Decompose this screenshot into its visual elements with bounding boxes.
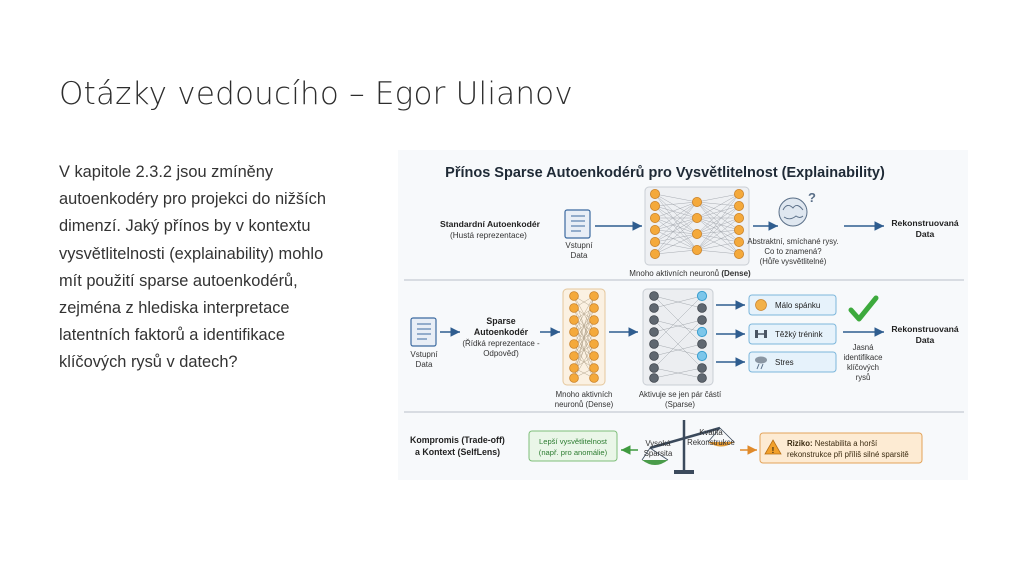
tradeoff-label: Kompromis (Trade-off)	[410, 435, 505, 445]
figure-title: Přínos Sparse Autoenkodérů pro Vysvětlit…	[445, 165, 885, 181]
risk-title: Riziko:	[787, 439, 813, 448]
confusion-text: (Hůře vysvětlitelné)	[760, 257, 827, 266]
sparse-input-label: Data	[416, 360, 433, 369]
sparse-latent-icon	[643, 289, 713, 385]
sparse-ae-name: Sparse	[486, 316, 515, 326]
sparse-ae-name: Autoenkodér	[474, 327, 529, 337]
standard-ae-name: Standardní Autoenkodér	[440, 219, 541, 229]
check-caption: rysů	[856, 373, 871, 382]
sparse-ae-subtitle: Odpověď)	[483, 349, 519, 358]
check-caption: klíčových	[847, 363, 879, 372]
scale-right-label: Kvalita	[699, 428, 723, 437]
input-data-icon	[411, 318, 436, 346]
standard-input-label: Vstupní	[565, 241, 593, 250]
risk-text: rekonstrukce při příliš silné sparsitě	[787, 450, 909, 459]
check-caption: Jasná	[853, 343, 874, 352]
sparse-output-label: Rekonstruovaná	[891, 324, 959, 334]
feature-chip: Stres	[749, 352, 836, 372]
standard-ae-subtitle: (Hustá reprezentace)	[450, 231, 527, 240]
benefit-text: Lepší vysvětlitelnost	[539, 437, 608, 446]
dense-network-icon	[645, 187, 749, 265]
sparse-latent-caption: (Sparse)	[665, 400, 695, 409]
scale-right-label: Rekonstrukce	[687, 438, 735, 447]
tradeoff-label: a Kontext (SelfLens)	[415, 447, 500, 457]
dense-encoder-icon	[563, 289, 605, 385]
question-line: klíčových rysů v datech?	[59, 349, 359, 376]
question-line: zejména z hlediska interpretace	[59, 295, 359, 322]
check-caption: identifikace	[843, 353, 882, 362]
risk-box: ! Riziko: Nestabilita a horší rekonstruk…	[760, 433, 922, 463]
standard-output-label: Data	[916, 229, 935, 239]
standard-input-label: Data	[571, 251, 588, 260]
confusion-text: Co to znamená?	[764, 247, 822, 256]
question-line: vysvětlitelnosti (explainability) mohlo	[59, 241, 359, 268]
sparse-output-label: Data	[916, 335, 935, 345]
feature-label: Těžký trénink	[775, 330, 824, 339]
svg-text:?: ?	[808, 190, 816, 205]
input-data-icon	[565, 210, 590, 238]
feature-label: Málo spánku	[775, 301, 820, 310]
risk-text-part: Nestabilita a horší	[813, 439, 878, 448]
dense-caption: Mnoho aktivních neuronů (Dense)	[629, 269, 751, 278]
feature-label: Stres	[775, 358, 794, 367]
confusion-text: Abstraktní, smíchané rysy.	[747, 237, 838, 246]
dense-encoder-caption: Mnoho aktivních	[556, 390, 613, 399]
explainability-figure: Přínos Sparse Autoenkodérů pro Vysvětlit…	[398, 150, 968, 480]
question-text: V kapitole 2.3.2 jsou zmíněny autoenkodé…	[59, 159, 359, 377]
benefit-box: Lepší vysvětlitelnost (např. pro anomáli…	[529, 431, 617, 461]
standard-output-label: Rekonstruovaná	[891, 218, 959, 228]
sparse-ae-subtitle: (Řídká reprezentace -	[462, 339, 540, 348]
dense-caption-text: Mnoho aktivních neuronů	[629, 269, 719, 278]
risk-text: Riziko: Nestabilita a horší	[787, 439, 878, 448]
sparse-input-label: Vstupní	[410, 350, 438, 359]
question-line: latentních faktorů a identifikace	[59, 322, 359, 349]
question-line: V kapitole 2.3.2 jsou zmíněny	[59, 159, 359, 186]
question-line: mít použití sparse autoenkodérů,	[59, 268, 359, 295]
feature-chip: Málo spánku	[749, 295, 836, 315]
scale-left-label: Sparsita	[644, 449, 673, 458]
dense-encoder-caption: neuronů (Dense)	[555, 400, 614, 409]
sparse-latent-caption: Aktivuje se jen pár částí	[639, 390, 722, 399]
benefit-text: (např. pro anomálie)	[539, 448, 608, 457]
question-line: autoenkodéry pro projekci do nižších	[59, 186, 359, 213]
slide-title: Otázky vedoucího – Egor Ulianov	[59, 76, 573, 112]
svg-text:!: !	[772, 446, 775, 455]
question-line: dimenzí. Jaký přínos by v kontextu	[59, 213, 359, 240]
tired-face-icon	[756, 300, 767, 311]
scale-left-label: Vysoká	[645, 439, 671, 448]
dense-caption-tag: (Dense)	[721, 269, 751, 278]
feature-chip: Těžký trénink	[749, 324, 836, 344]
